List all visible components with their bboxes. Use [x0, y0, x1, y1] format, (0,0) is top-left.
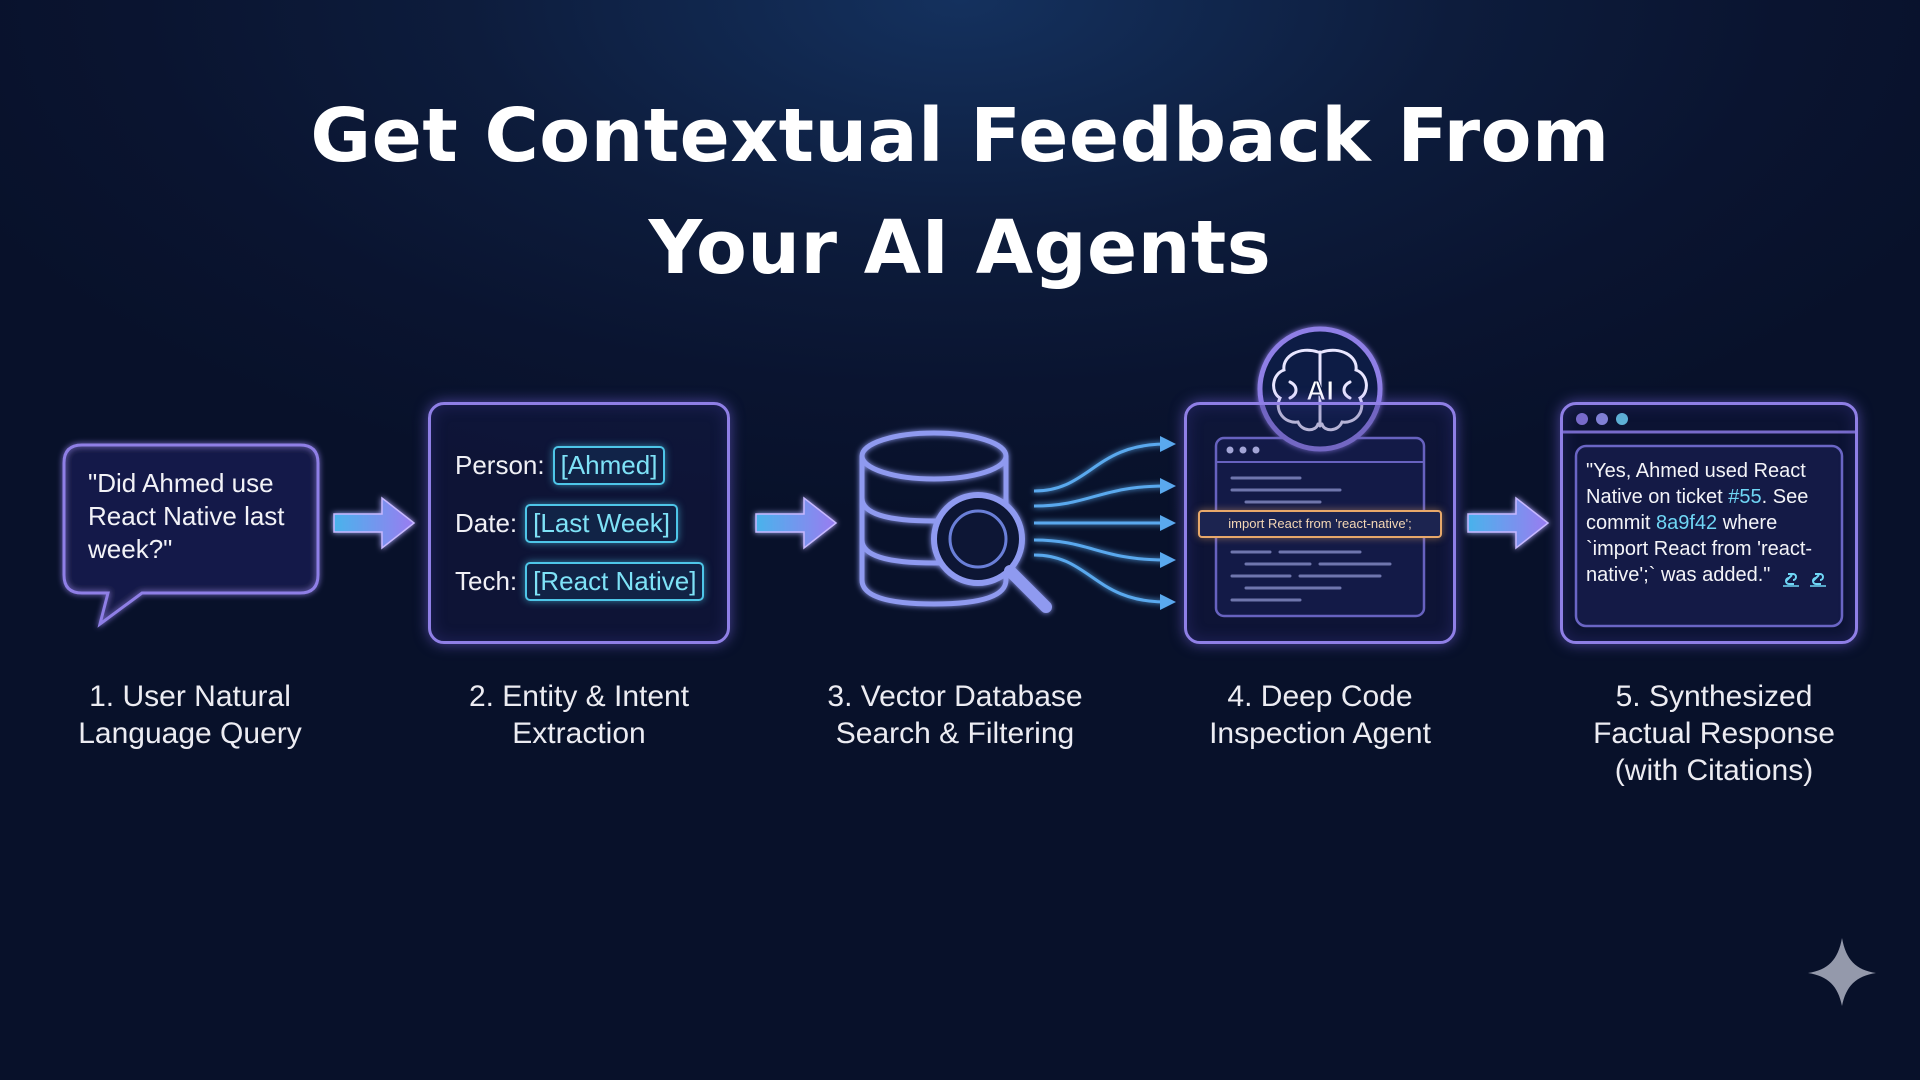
step-label-4: 4. Deep Code Inspection Agent [1170, 678, 1470, 752]
right-arrow-icon [1467, 496, 1550, 550]
step-label-2: 2. Entity & Intent Extraction [429, 678, 729, 752]
highlighted-code-line: import React from 'react-native'; [1198, 510, 1442, 538]
commit-link[interactable]: 8a9f42 [1656, 512, 1718, 534]
entity-value: [React Native] [525, 562, 705, 601]
sparkle-icon [1808, 938, 1876, 1006]
step-label-1: 1. User Natural Language Query [40, 678, 340, 752]
step-label-3: 3. Vector Database Search & Filtering [795, 678, 1115, 752]
entity-key: Person: [455, 450, 545, 480]
link-icon[interactable] [1782, 568, 1800, 587]
step-label-line: 4. Deep Code [1227, 680, 1413, 713]
page-title: Get Contextual Feedback From Your AI Age… [0, 80, 1920, 304]
right-arrow-icon [333, 496, 416, 550]
response-part-3: where `import React from 'react-native';… [1586, 512, 1813, 586]
step-label-line: Search & Filtering [835, 717, 1075, 750]
data-flow-lines [1033, 442, 1167, 604]
entity-key: Tech: [455, 566, 518, 596]
magnifier-icon [931, 492, 1052, 613]
right-arrow-icon [755, 496, 838, 550]
response-part-2: . See commit [1586, 486, 1809, 534]
step-label-line: Extraction [512, 717, 646, 750]
step-label-line: Inspection Agent [1209, 717, 1431, 750]
step-label-line: 2. Entity & Intent [468, 680, 690, 713]
arrow-heads [1160, 436, 1176, 610]
step-label-line: 5. Synthesized [1615, 680, 1813, 713]
response-part-1: "Yes, Ahmed used React Native on ticket [1586, 460, 1806, 508]
title-line-1: Get Contextual Feedback From [310, 93, 1610, 179]
title-line-2: Your AI Agents [648, 205, 1272, 291]
entity-extraction-card [428, 402, 730, 644]
response-text: "Yes, Ahmed used React Native on ticket … [1586, 458, 1836, 588]
response-card [1560, 402, 1858, 644]
entity-key: Date: [455, 508, 518, 538]
step-label-line: (with Citations) [1614, 754, 1814, 787]
step-label-line: Factual Response [1593, 717, 1835, 750]
step-label-5: 5. Synthesized Factual Response (with Ci… [1555, 678, 1873, 789]
entity-row-date: Date: [Last Week] [455, 504, 678, 543]
entity-value: [Ahmed] [552, 446, 666, 485]
ticket-link[interactable]: #55 [1728, 486, 1762, 508]
entity-row-person: Person: [Ahmed] [455, 446, 666, 485]
link-icon[interactable] [1809, 568, 1827, 587]
step-label-line: 3. Vector Database [827, 680, 1083, 713]
database-icon [859, 430, 1009, 607]
step-label-line: Language Query [78, 717, 302, 750]
step-label-line: 1. User Natural [89, 680, 291, 713]
entity-value: [Last Week] [525, 504, 678, 543]
entity-row-tech: Tech: [React Native] [455, 562, 705, 601]
user-query-bubble: "Did Ahmed use React Native last week?" [88, 468, 285, 564]
